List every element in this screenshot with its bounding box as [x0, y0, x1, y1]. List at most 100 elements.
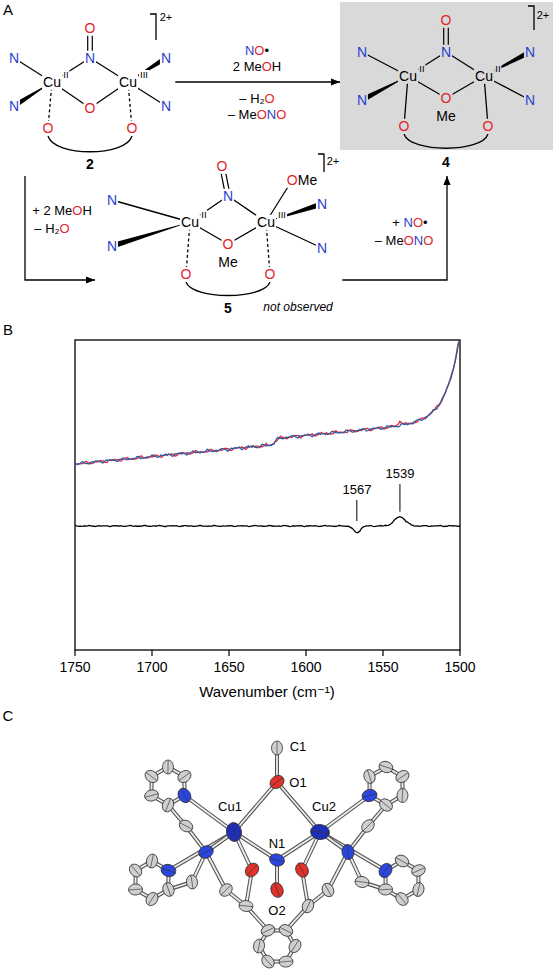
tick-label: 1550 — [366, 660, 399, 675]
highlight-box — [340, 2, 553, 150]
text-part: H — [272, 59, 281, 74]
text-part: N — [414, 233, 423, 248]
ellipsoid-body — [376, 861, 394, 880]
ellipsoid-axis — [379, 889, 393, 891]
text-part: O — [127, 120, 138, 136]
text-part: I — [66, 69, 69, 80]
ellipsoid-body — [267, 773, 286, 792]
text-part: O — [404, 233, 414, 248]
ellipsoid-body — [225, 821, 243, 842]
text-part: r — [309, 300, 313, 314]
ellipsoid-axis — [148, 893, 156, 905]
text-part: e — [230, 254, 238, 270]
text-part: N — [357, 44, 367, 60]
atom-label: OMe — [286, 173, 318, 188]
text-part: O — [223, 236, 234, 252]
ellipsoid-body — [176, 768, 194, 785]
atom-ellipsoid — [143, 788, 159, 802]
atom-ellipsoid — [175, 786, 193, 805]
axis-tick — [151, 650, 152, 656]
text-part: O — [60, 221, 70, 236]
text-part: + — [32, 203, 40, 218]
text-part: M — [218, 254, 230, 270]
text-part: N — [223, 188, 233, 204]
ellipsoid-axis — [396, 858, 408, 865]
text-part: O — [441, 12, 452, 28]
ellipsoid-axis — [311, 831, 330, 833]
text-part: O — [423, 233, 433, 248]
text-part: 2 — [327, 155, 333, 167]
ellipsoid-axis — [363, 821, 373, 831]
text-part: u — [129, 74, 137, 90]
text-part: O — [85, 20, 96, 36]
text-part: M — [436, 108, 448, 124]
difference-spectrum — [75, 517, 460, 533]
text-part — [400, 215, 404, 230]
ellipsoid-body — [393, 853, 411, 869]
ellipsoid-body — [300, 897, 316, 914]
axis-tick — [459, 650, 460, 656]
ellipsoid-axis — [258, 939, 261, 953]
atom-ellipsoid — [143, 768, 161, 785]
ellipsoid-axis — [262, 927, 275, 933]
text-part: + — [166, 11, 172, 23]
ellipsoid-axis — [129, 889, 143, 891]
atom-label: Cu — [398, 69, 418, 84]
text-part: 2 — [86, 156, 94, 172]
text-part — [280, 300, 283, 314]
ellipsoid-axis — [417, 883, 420, 897]
text-part: 4 — [442, 154, 450, 170]
atom-ellipsoid — [277, 922, 294, 938]
ellipsoid-axis — [397, 772, 408, 780]
reaction-scheme — [13, 2, 553, 296]
atom-ellipsoid — [310, 823, 331, 840]
ellipsoid-body — [287, 937, 304, 955]
text-part: O — [254, 43, 264, 58]
atom-label: Cu2 — [311, 800, 337, 814]
ellipsoid-body — [242, 860, 261, 879]
atom-label: N — [84, 51, 96, 66]
ellipsoid-axis — [146, 772, 157, 781]
oxidation-state: III — [277, 210, 287, 220]
text-part: N — [525, 92, 535, 108]
charge-label: 2+ — [159, 11, 174, 23]
atom-ellipsoid — [127, 862, 144, 880]
text-part — [40, 203, 44, 218]
structure-node: O2+NNNCuIICuIIINONOO2 — [4, 18, 175, 176]
atom-ellipsoid — [145, 853, 159, 869]
atom-label: N — [8, 51, 20, 66]
ellipsoid-body — [269, 881, 286, 899]
ellipsoid-body — [160, 796, 175, 813]
ellipsoid-axis — [271, 777, 283, 786]
text-part: u — [267, 214, 275, 230]
atom-label: N — [222, 189, 234, 204]
text-part: e — [303, 300, 310, 314]
reaction-condition: + 2 MeOH — [31, 204, 93, 218]
ellipsoid-body — [354, 876, 369, 889]
text-part: M — [386, 233, 397, 248]
ellipsoid-axis — [381, 801, 392, 810]
atom-ellipsoid — [242, 860, 261, 879]
atom-label: Cu — [180, 215, 200, 230]
text-part: I — [204, 209, 207, 220]
ellipsoid-axis — [379, 765, 392, 769]
ellipsoid-body — [378, 760, 395, 775]
ellipsoid-body — [145, 853, 159, 869]
text-part: N — [161, 98, 171, 114]
text-part: C — [119, 74, 129, 90]
ellipsoid-body — [127, 862, 144, 880]
text-part: s — [297, 300, 303, 314]
ellipsoid-body — [279, 955, 294, 967]
ellipsoid-axis — [412, 868, 425, 874]
spectrum-red — [75, 342, 460, 465]
text-part: N — [525, 44, 535, 60]
reaction-condition: – H₂O — [238, 92, 275, 106]
ellipsoid-body — [259, 953, 277, 971]
ellipsoid-body — [162, 760, 173, 774]
ellipsoid-axis — [166, 883, 171, 896]
text-part: C — [181, 214, 191, 230]
atom-ellipsoid — [412, 881, 426, 897]
ellipsoid-body — [252, 938, 265, 954]
ellipsoid-body — [341, 844, 355, 861]
